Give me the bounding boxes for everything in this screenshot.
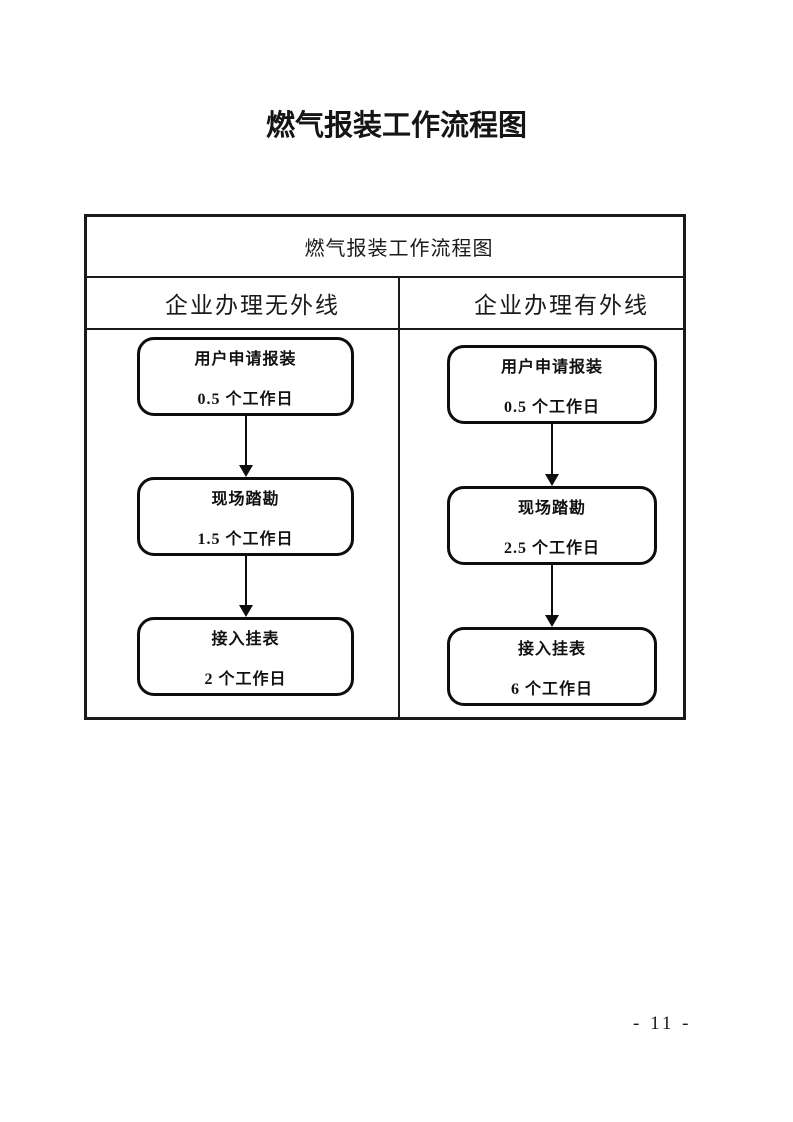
flowchart-title-row: 燃气报装工作流程图 [87, 217, 683, 278]
flowchart-table: 燃气报装工作流程图 企业办理无外线 企业办理有外线 用户申请报装 0.5 个工作… [84, 214, 686, 720]
flowchart-body: 用户申请报装 0.5 个工作日 现场踏勘 1.5 个工作日 [87, 330, 683, 717]
step-duration: 2.5 个工作日 [503, 539, 600, 557]
step-duration: 0.5 个工作日 [197, 390, 294, 408]
arrow-shaft [244, 556, 247, 605]
arrow-shaft [244, 416, 247, 465]
arrow-head [545, 474, 559, 486]
step-name: 现场踏勘 [211, 490, 280, 508]
down-arrow [545, 424, 559, 486]
down-arrow [545, 565, 559, 627]
arrow-head [238, 605, 253, 617]
down-arrow [238, 416, 253, 477]
step-name: 接入挂表 [211, 630, 280, 648]
column-header-label: 企业办理有外线 [474, 293, 649, 318]
step-duration: 1.5 个工作日 [197, 530, 294, 548]
page-title: 燃气报装工作流程图 [265, 110, 527, 142]
step-duration: 6 个工作日 [510, 680, 593, 698]
flow-step-user-application: 用户申请报装 0.5 个工作日 [447, 345, 657, 424]
arrow-head [545, 615, 559, 627]
arrow-head [238, 465, 253, 477]
column-header-with-external-line: 企业办理有外线 [400, 278, 683, 328]
flow-lane-with-external-line: 用户申请报装 0.5 个工作日 现场踏勘 2.5 个工作日 [400, 330, 683, 717]
step-duration: 0.5 个工作日 [503, 398, 600, 416]
flowchart-title: 燃气报装工作流程图 [304, 238, 494, 260]
column-header-label: 企业办理无外线 [165, 293, 340, 318]
step-duration: 2 个工作日 [204, 670, 287, 688]
flow-step-meter-connection: 接入挂表 2 个工作日 [137, 617, 354, 696]
step-name: 用户申请报装 [194, 350, 297, 368]
flow-step-site-survey: 现场踏勘 2.5 个工作日 [447, 486, 657, 565]
flow-lane-no-external-line: 用户申请报装 0.5 个工作日 现场踏勘 1.5 个工作日 [87, 330, 400, 717]
arrow-shaft [551, 424, 553, 474]
flow-step-meter-connection: 接入挂表 6 个工作日 [447, 627, 657, 706]
step-name: 用户申请报装 [500, 358, 603, 376]
flow-step-user-application: 用户申请报装 0.5 个工作日 [137, 337, 354, 416]
flow-step-site-survey: 现场踏勘 1.5 个工作日 [137, 477, 354, 556]
step-name: 现场踏勘 [517, 499, 586, 517]
down-arrow [238, 556, 253, 617]
column-header-row: 企业办理无外线 企业办理有外线 [87, 278, 683, 330]
page-number: - 11 - [633, 1013, 692, 1034]
column-header-no-external-line: 企业办理无外线 [87, 278, 400, 328]
step-name: 接入挂表 [517, 640, 586, 658]
arrow-shaft [551, 565, 553, 615]
